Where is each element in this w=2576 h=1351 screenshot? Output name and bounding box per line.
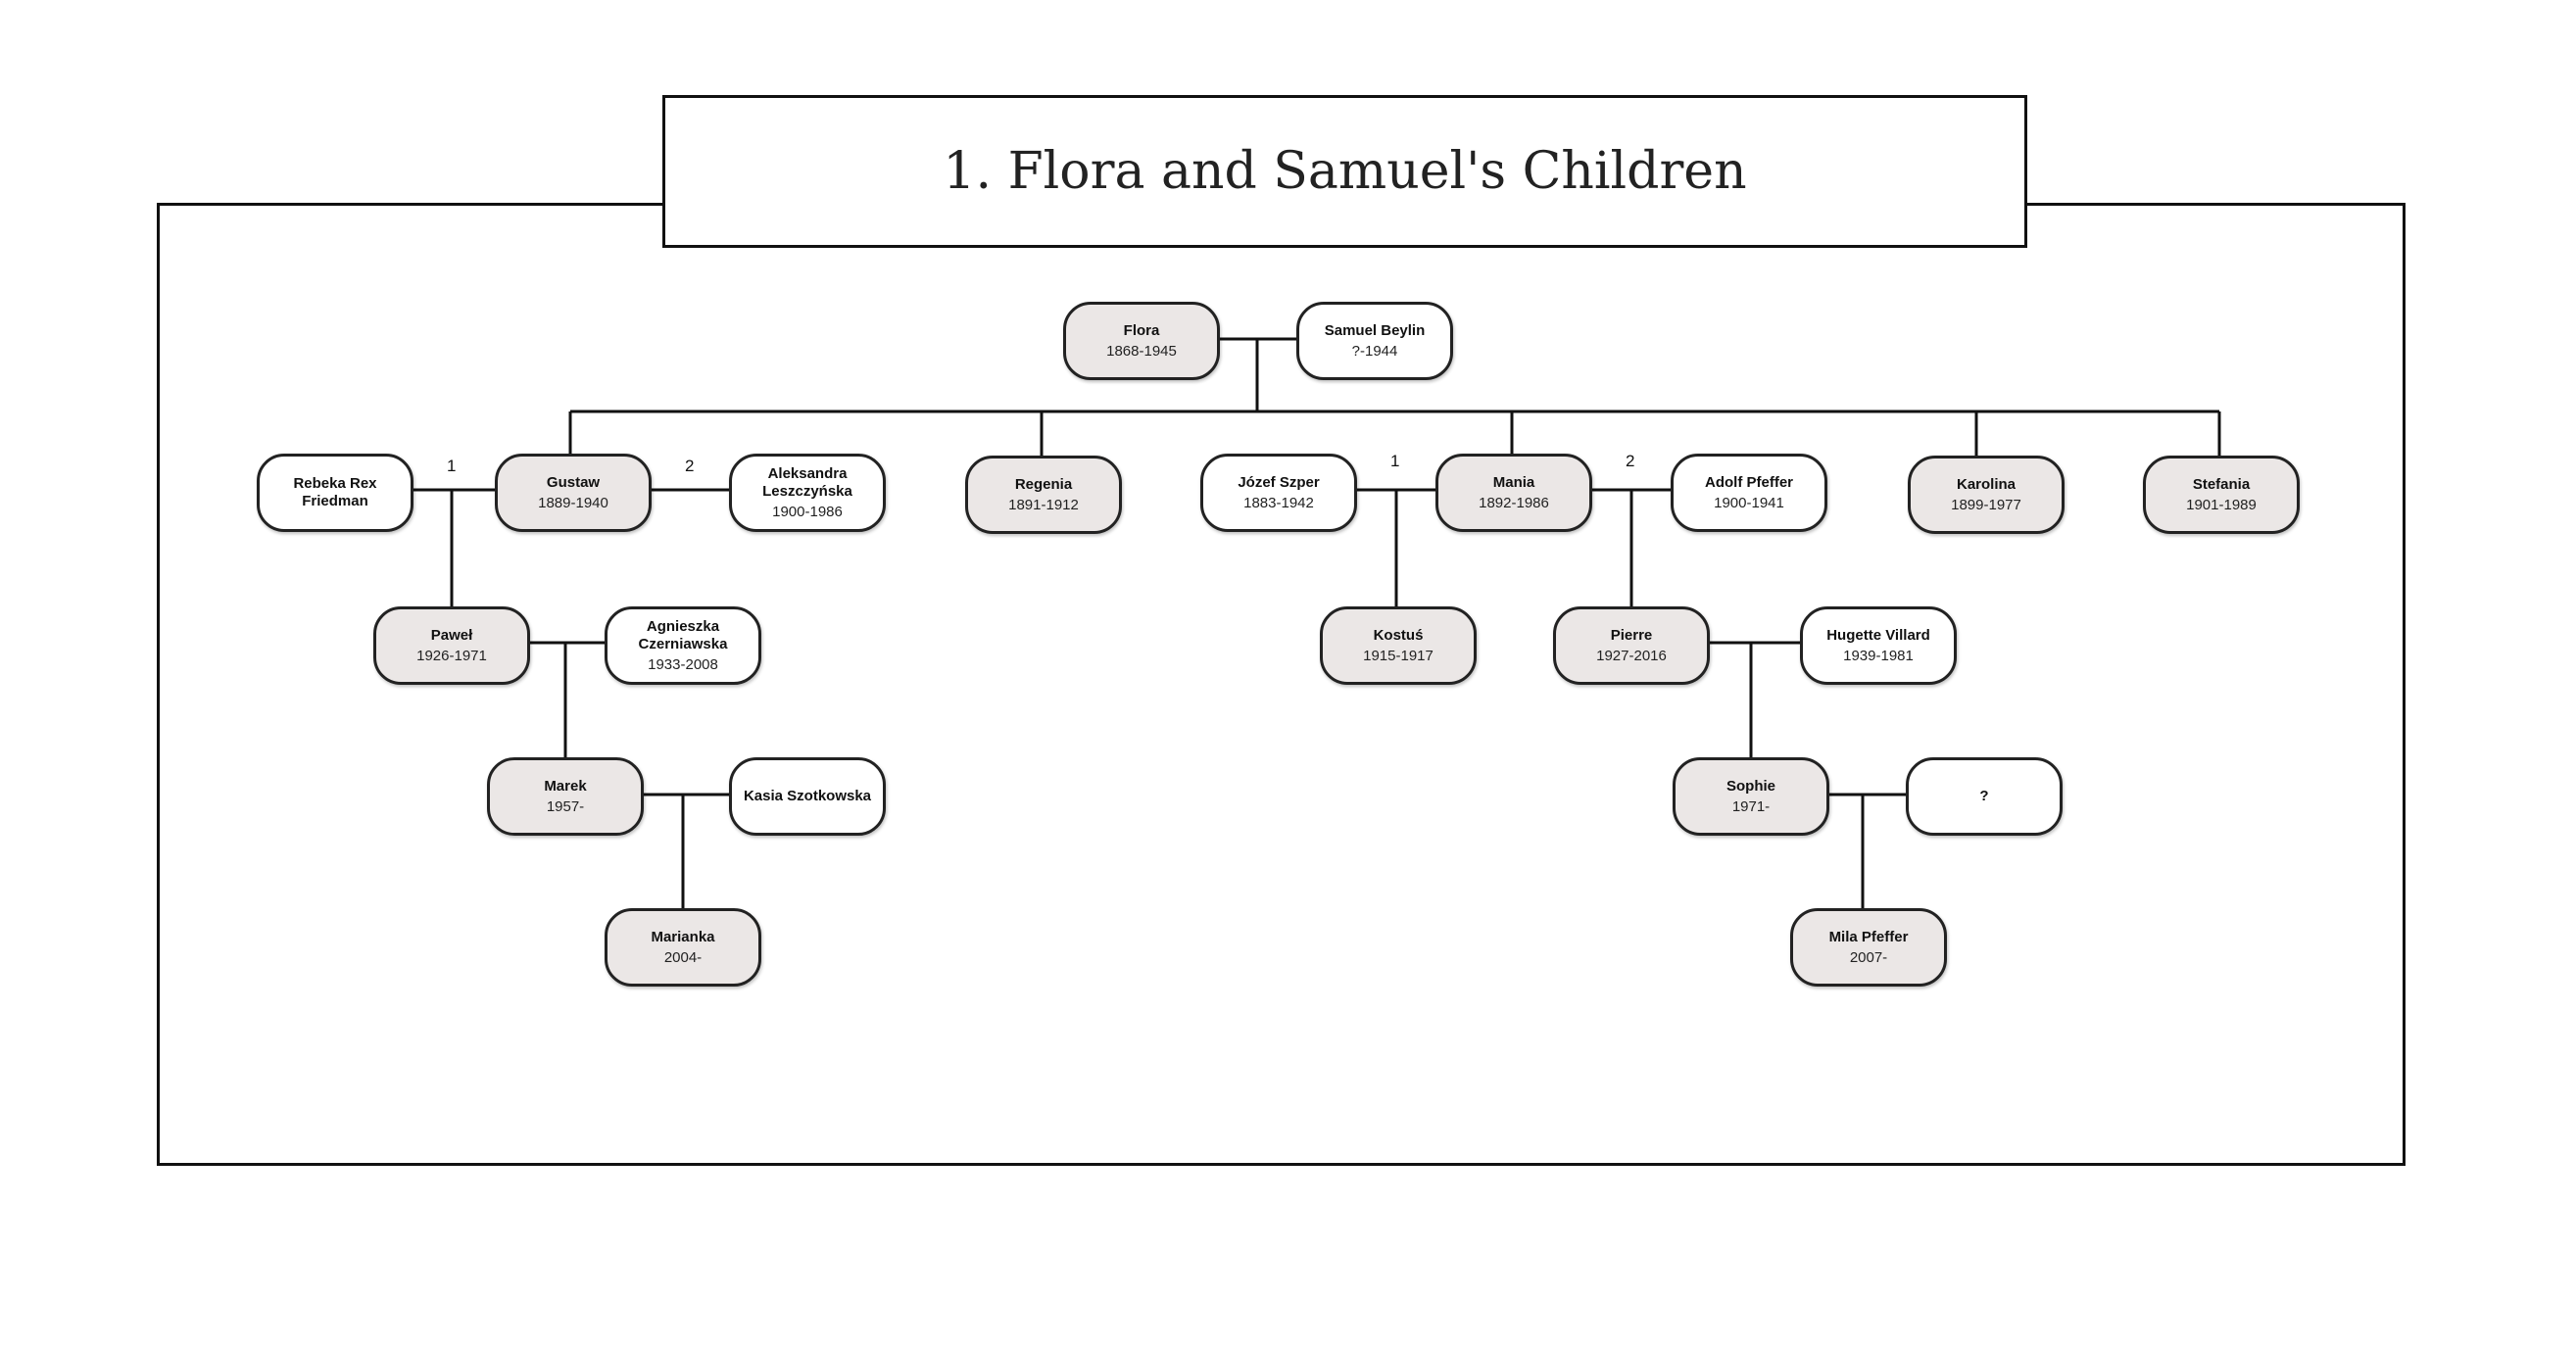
person-sophie: Sophie 1971- xyxy=(1673,757,1829,836)
person-years: 1971- xyxy=(1731,797,1771,815)
person-years: 1892-1986 xyxy=(1479,494,1549,511)
person-years: 1939-1981 xyxy=(1843,647,1914,664)
person-flora: Flora 1868-1945 xyxy=(1063,302,1220,380)
person-name: Samuel Beylin xyxy=(1324,321,1426,339)
diagram-title: 1. Flora and Samuel's Children xyxy=(943,142,1747,201)
person-years: 2007- xyxy=(1849,948,1888,966)
person-name: Kasia Szotkowska xyxy=(743,788,872,804)
person-years: 1926-1971 xyxy=(416,647,487,664)
person-years: 1915-1917 xyxy=(1363,647,1434,664)
marriage-number: 2 xyxy=(685,457,695,475)
person-years: 1957- xyxy=(546,797,585,815)
marriage-number: 1 xyxy=(447,457,457,475)
person-years: 1868-1945 xyxy=(1106,342,1177,360)
person-samuel-beylin: Samuel Beylin ?-1944 xyxy=(1296,302,1453,380)
person-name: Mila Pfeffer xyxy=(1828,928,1909,945)
person-regenia: Regenia 1891-1912 xyxy=(965,456,1122,534)
person-years: 1901-1989 xyxy=(2186,496,2257,513)
person-name: Gustaw xyxy=(546,473,601,491)
person-name: Adolf Pfeffer xyxy=(1705,473,1793,491)
person-name: Aleksandra Leszczyńska xyxy=(762,464,852,500)
person-years: 1933-2008 xyxy=(648,655,718,673)
person-aleksandra-leszczynska: Aleksandra Leszczyńska 1900-1986 xyxy=(729,454,886,532)
person-years: 1900-1941 xyxy=(1714,494,1784,511)
person-name: Agnieszka Czerniawska xyxy=(638,617,728,652)
person-name: Regenia xyxy=(1014,475,1073,493)
person-pierre: Pierre 1927-2016 xyxy=(1553,606,1710,685)
person-name: Hugette Villard xyxy=(1826,626,1930,644)
person-karolina: Karolina 1899-1977 xyxy=(1908,456,2065,534)
person-gustaw: Gustaw 1889-1940 xyxy=(495,454,652,532)
person-rebeka-rex-friedman: Rebeka Rex Friedman xyxy=(257,454,413,532)
person-years: 1889-1940 xyxy=(538,494,608,511)
person-adolf-pfeffer: Adolf Pfeffer 1900-1941 xyxy=(1671,454,1827,532)
person-name: Karolina xyxy=(1956,475,2016,493)
person-name: Paweł xyxy=(430,626,473,644)
person-mila-pfeffer: Mila Pfeffer 2007- xyxy=(1790,908,1947,987)
person-years: 1899-1977 xyxy=(1951,496,2021,513)
person-name: Kostuś xyxy=(1373,626,1424,644)
person-pawel: Paweł 1926-1971 xyxy=(373,606,530,685)
person-agnieszka-czerniawska: Agnieszka Czerniawska 1933-2008 xyxy=(605,606,761,685)
person-name: ? xyxy=(1979,788,1989,804)
person-name: Rebeka Rex Friedman xyxy=(293,475,377,509)
person-name: Stefania xyxy=(2192,475,2251,493)
person-kasia-szotkowska: Kasia Szotkowska xyxy=(729,757,886,836)
person-name: Mania xyxy=(1492,473,1535,491)
marriage-number: 1 xyxy=(1390,452,1400,470)
person-years: 1927-2016 xyxy=(1596,647,1667,664)
person-name: Marek xyxy=(544,777,587,795)
person-name: Pierre xyxy=(1610,626,1653,644)
person-stefania: Stefania 1901-1989 xyxy=(2143,456,2300,534)
person-kostus: Kostuś 1915-1917 xyxy=(1320,606,1477,685)
person-years: 1900-1986 xyxy=(772,503,843,520)
diagram-title-box: 1. Flora and Samuel's Children xyxy=(662,95,2027,248)
person-marianka: Marianka 2004- xyxy=(605,908,761,987)
person-marek: Marek 1957- xyxy=(487,757,644,836)
person-name: Józef Szper xyxy=(1238,473,1320,491)
person-name: Flora xyxy=(1123,321,1160,339)
person-years: ?-1944 xyxy=(1351,342,1398,360)
person-unknown-spouse: ? xyxy=(1906,757,2063,836)
person-years: 1883-1942 xyxy=(1243,494,1314,511)
person-hugette-villard: Hugette Villard 1939-1981 xyxy=(1800,606,1957,685)
person-years: 1891-1912 xyxy=(1008,496,1079,513)
person-years: 2004- xyxy=(663,948,703,966)
marriage-number: 2 xyxy=(1626,452,1635,470)
person-name: Sophie xyxy=(1725,777,1775,795)
person-name: Marianka xyxy=(651,928,715,945)
person-mania: Mania 1892-1986 xyxy=(1435,454,1592,532)
person-jozef-szper: Józef Szper 1883-1942 xyxy=(1200,454,1357,532)
